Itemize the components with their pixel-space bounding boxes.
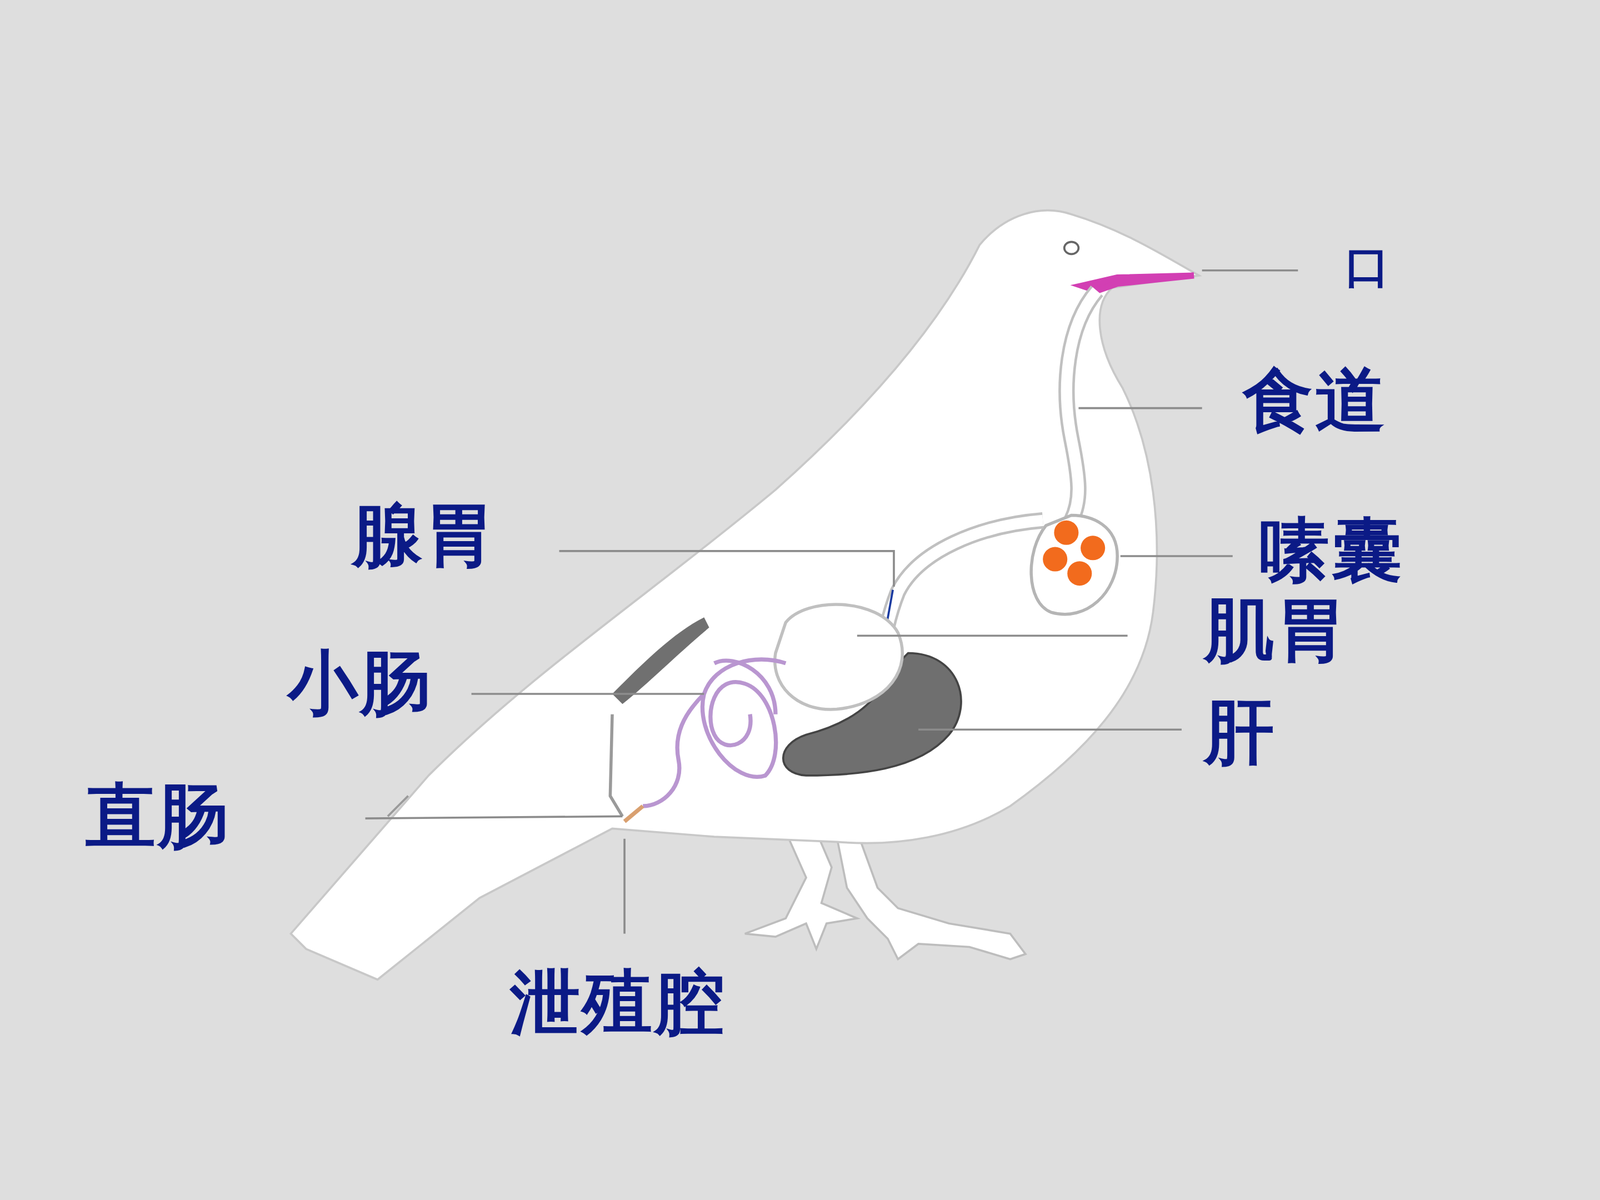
part-label: 食道	[1242, 362, 1388, 440]
small-intestine	[642, 659, 786, 807]
part-label: 小肠	[287, 645, 433, 723]
proventriculus-inner	[885, 520, 1043, 633]
esophagus	[1066, 290, 1098, 520]
bird-legs	[745, 831, 1026, 960]
kidney	[612, 617, 709, 704]
tail-outline	[610, 714, 623, 817]
crop-grains	[1042, 520, 1105, 587]
bird-body	[290, 210, 1199, 980]
gizzard	[775, 604, 903, 710]
bird-eye	[1064, 241, 1079, 254]
part-label: 肝	[1203, 693, 1277, 772]
feather-line	[387, 796, 409, 817]
part-label: 肌胃	[1203, 591, 1349, 669]
proventriculus	[885, 520, 1043, 633]
part-label: 口	[1345, 242, 1392, 292]
crop	[1031, 515, 1118, 615]
part-label: 直肠	[85, 777, 230, 855]
part-label: 嗉囊	[1259, 512, 1404, 590]
esophagus-inner	[1066, 290, 1098, 520]
mouth	[1081, 275, 1194, 292]
part-label: 泄殖腔	[510, 964, 727, 1042]
rectum	[624, 806, 643, 822]
leader-lines	[365, 270, 1299, 934]
part-label: 腺胃	[352, 496, 497, 574]
